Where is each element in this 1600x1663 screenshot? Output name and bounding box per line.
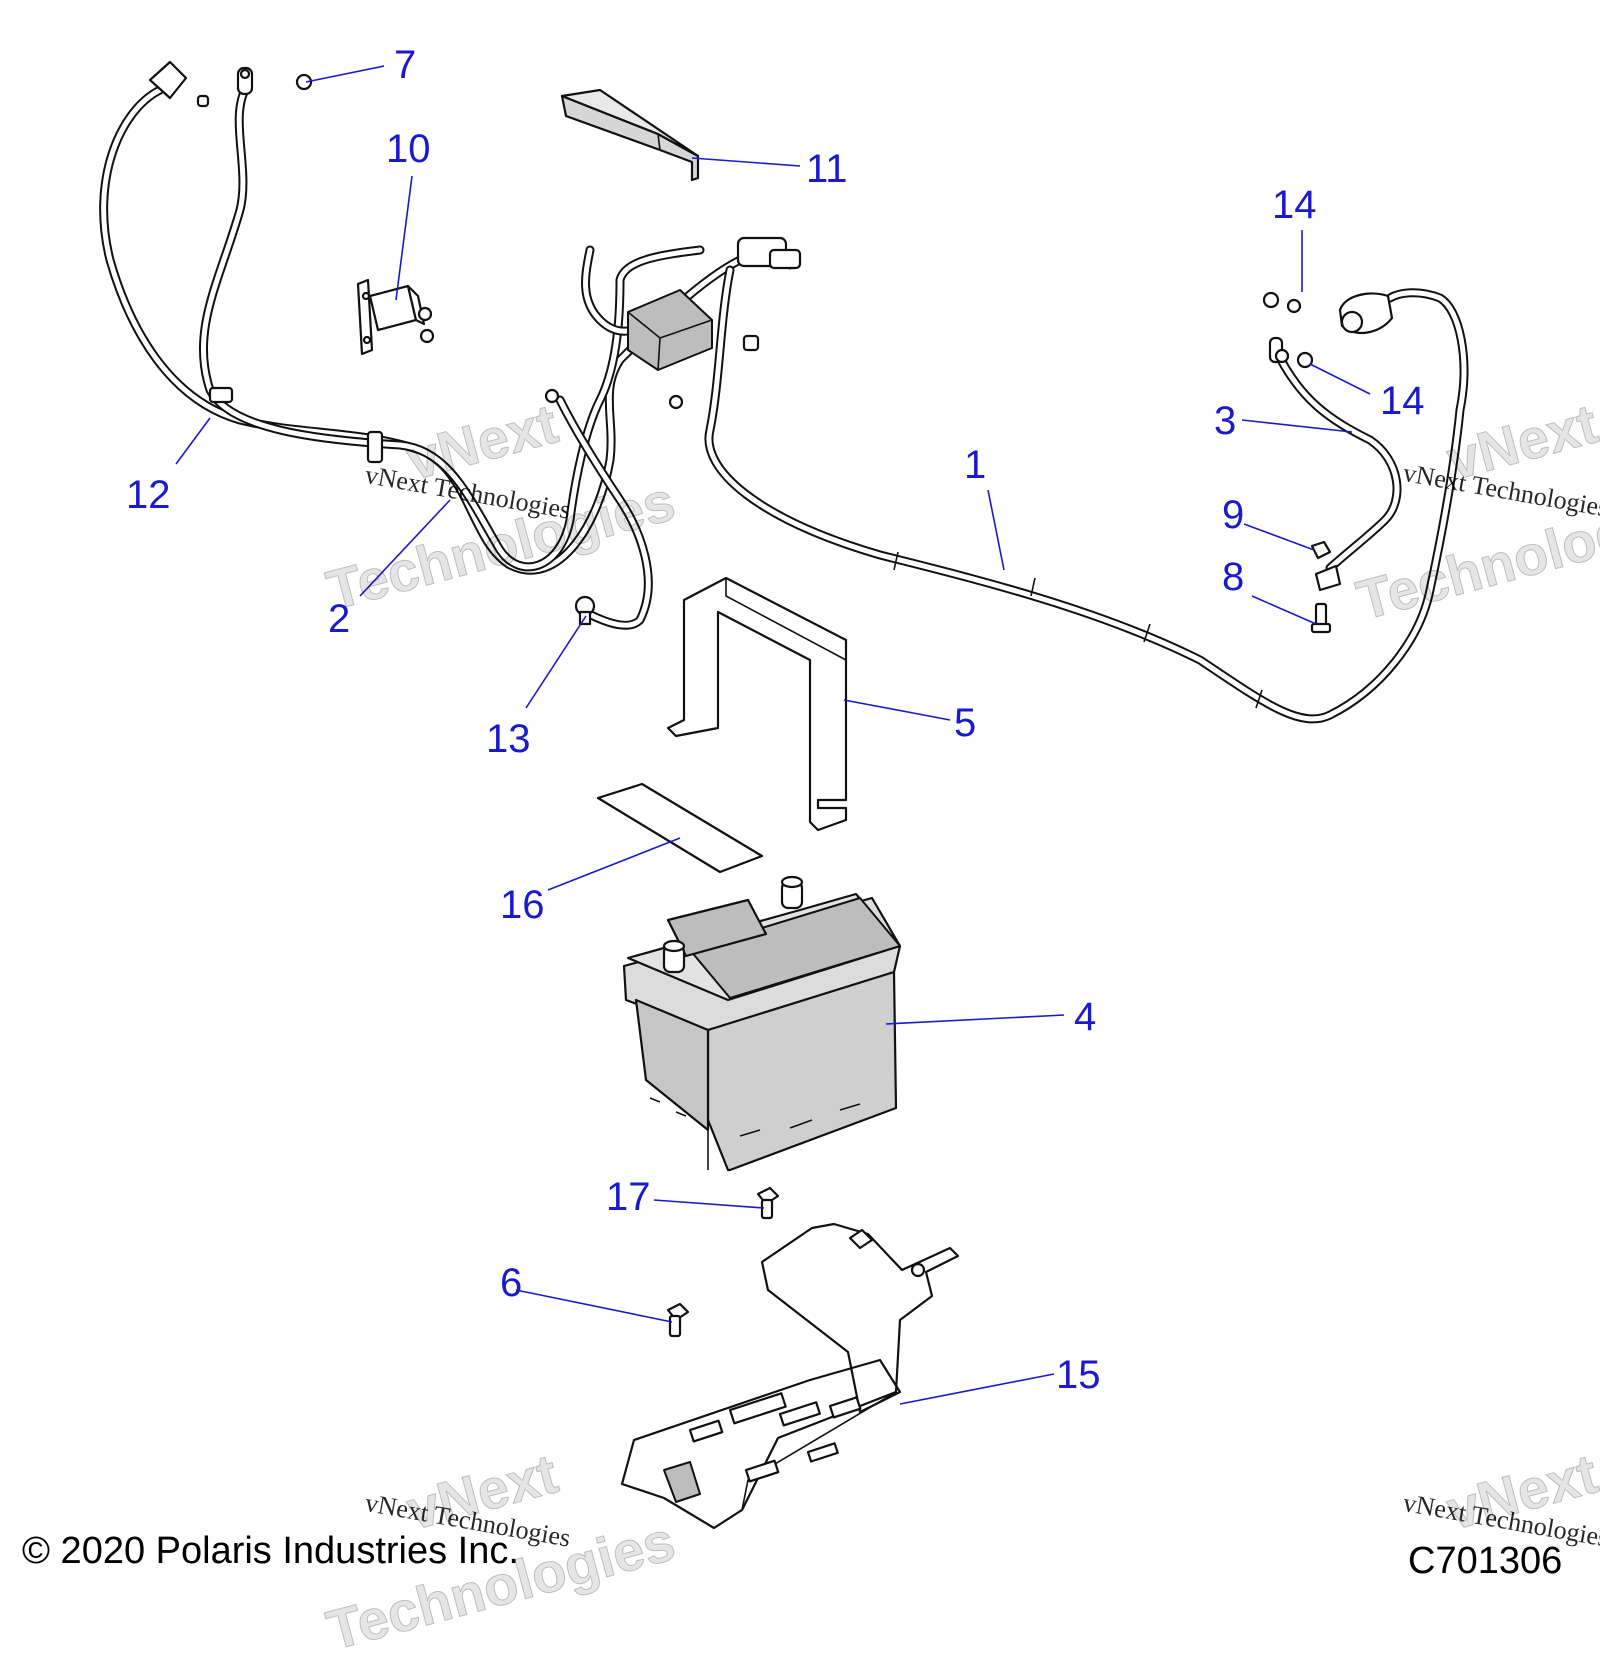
callout-12: 12	[126, 473, 171, 517]
solenoid-10	[356, 278, 435, 356]
callout-16: 16	[500, 883, 545, 927]
pad-16	[596, 782, 764, 874]
battery-cable-1	[704, 265, 1469, 724]
callout-11: 11	[806, 147, 848, 191]
bolt-6	[666, 1302, 690, 1338]
callout-6: 6	[500, 1261, 522, 1305]
callout-3: 3	[1214, 399, 1236, 443]
callouts: 1 2 3 4 5 6 7 8 9 10 11 12 13 14 14 15 1…	[126, 43, 1425, 1397]
callout-9: 9	[1222, 493, 1244, 537]
callout-14b: 14	[1380, 379, 1425, 423]
copyright-notice: © 2020 Polaris Industries Inc.	[22, 1530, 519, 1572]
callout-8: 8	[1222, 555, 1244, 599]
callout-1: 1	[964, 443, 986, 487]
leader-lines	[175, 65, 1371, 1405]
cover-11	[560, 88, 700, 182]
parts-diagram: 1 2 3 4 5 6 7 8 9 10 11 12 13 14 14 15 1…	[99, 43, 1469, 1530]
battery-tray-15	[620, 1222, 960, 1530]
bolt-8	[1310, 602, 1332, 634]
battery-cable-3	[1268, 336, 1402, 592]
callout-10: 10	[386, 127, 431, 171]
callout-4: 4	[1074, 995, 1096, 1039]
nut-7	[295, 73, 313, 91]
callout-2: 2	[328, 597, 350, 641]
callout-5: 5	[954, 701, 976, 745]
nuts-14	[1262, 291, 1314, 369]
battery-4	[622, 875, 902, 1172]
drawing-number: C701306	[1408, 1540, 1563, 1582]
callout-14a: 14	[1272, 183, 1317, 227]
callout-7: 7	[394, 43, 416, 87]
battery-strap-5	[666, 576, 848, 832]
nut-9	[1310, 540, 1332, 560]
callout-13: 13	[486, 717, 531, 761]
callout-15: 15	[1056, 1353, 1101, 1397]
bolt-17	[756, 1186, 780, 1220]
callout-17: 17	[606, 1175, 651, 1219]
